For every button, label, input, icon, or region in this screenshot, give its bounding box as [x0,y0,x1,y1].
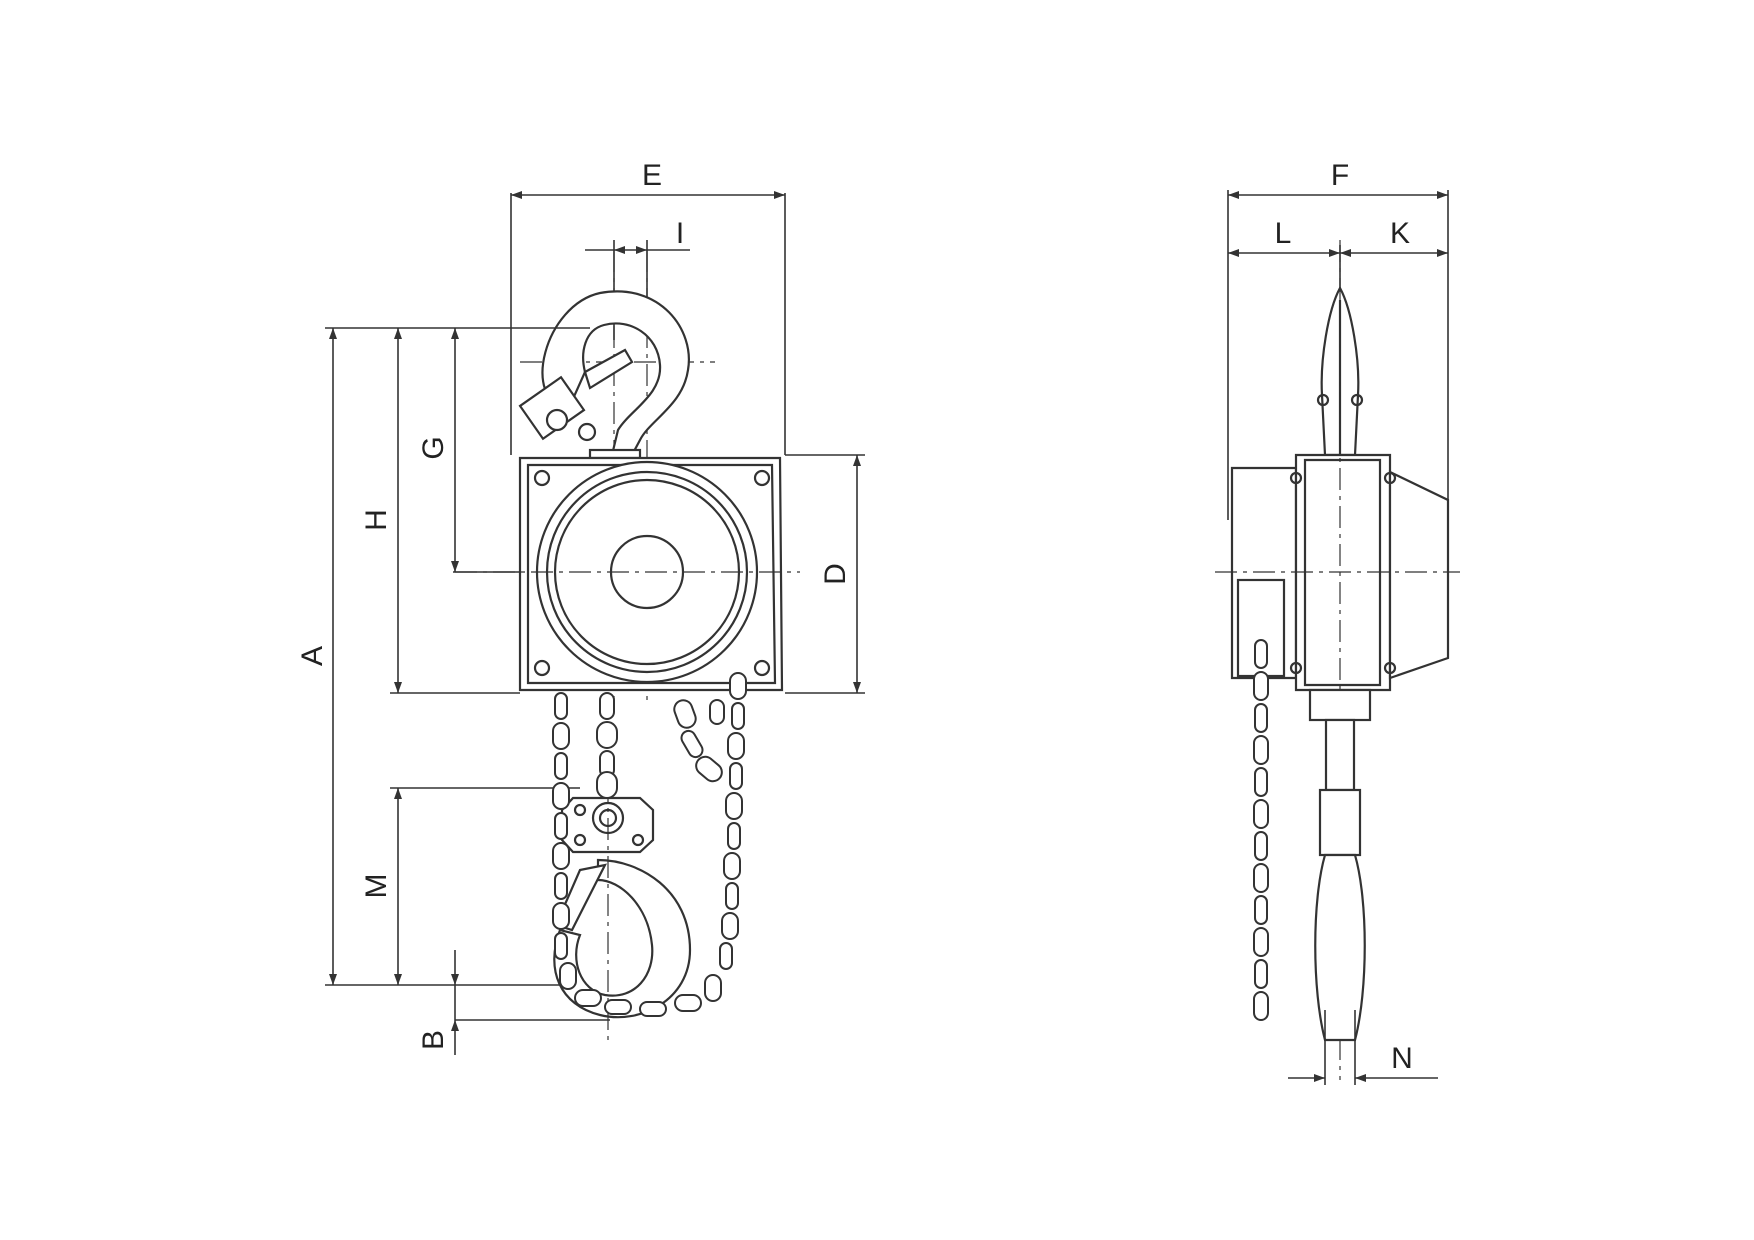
dimension-label-b: B [417,1030,450,1050]
dimension-label-k: K [1390,217,1410,250]
side-bottom-block [1318,788,1362,857]
side-bottom-guide [1308,688,1372,722]
dimension-label-e: E [642,159,662,192]
dimension-label-n: N [1391,1042,1413,1075]
side-hand-chain [1253,639,1269,1021]
side-bottom-hook [1314,853,1366,1042]
dimension-label-g: G [417,436,450,459]
housing-bolt [533,469,551,487]
dimension-label-l: L [1275,217,1292,250]
housing-bolt [533,659,551,677]
top-hook-latch [583,348,634,390]
front-view: E I [296,159,865,1055]
dimension-label-f: F [1331,159,1349,192]
dimension-label-i: I [676,217,684,250]
side-load-chain [1324,718,1356,792]
side-view: F L K [1215,159,1460,1085]
dimension-label-m: M [360,874,393,899]
housing-bolt [753,469,771,487]
dimension-label-h: H [360,509,393,531]
hand-chain [552,672,747,1017]
housing-bolt [753,659,771,677]
dimension-label-a: A [296,646,329,666]
dimension-label-d: D [819,563,852,585]
top-hook [541,290,690,457]
side-gear-cover [1388,470,1450,680]
load-chain [596,692,725,799]
